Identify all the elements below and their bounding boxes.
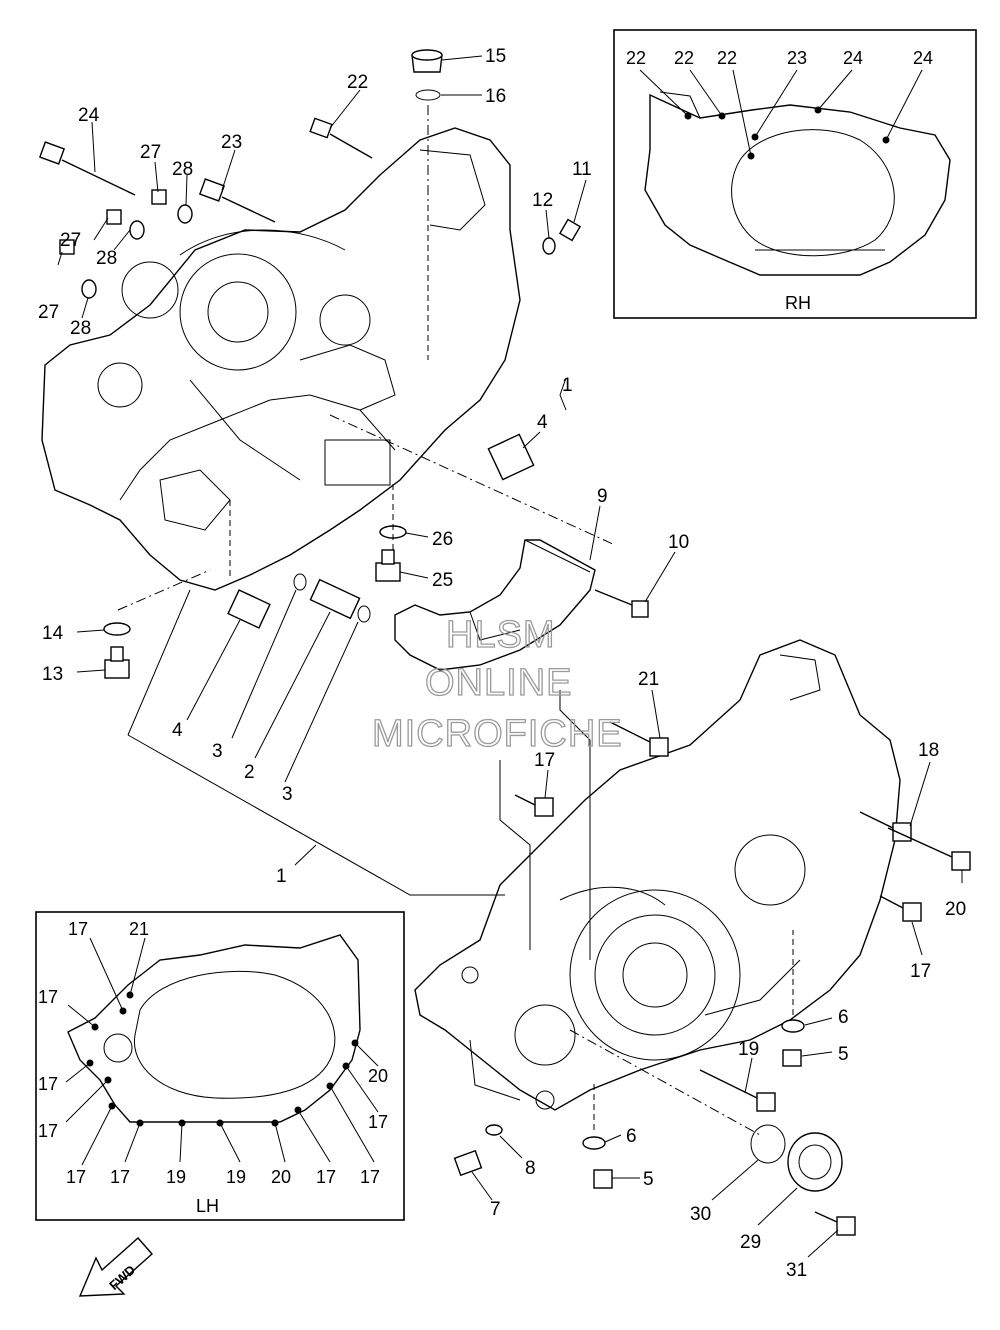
watermark: HLSM ONLINE MICROFICHE [371, 613, 623, 755]
callout-12: 12 [532, 190, 553, 211]
watermark-line-2: ONLINE [425, 662, 572, 704]
callout-17-a: 17 [534, 750, 555, 771]
callout-15: 15 [485, 46, 506, 67]
lh-inset: 17 21 17 17 17 17 17 19 19 20 17 17 17 2… [35, 911, 405, 1221]
callout-3-b: 3 [282, 784, 293, 805]
callout-27-b: 27 [60, 230, 81, 251]
callout-25: 25 [432, 570, 453, 591]
callout-17-b: 17 [910, 961, 931, 982]
callout-5-a: 5 [838, 1044, 849, 1065]
callout-20: 20 [945, 899, 966, 920]
callout-27-a: 27 [140, 142, 161, 163]
callout-10: 10 [668, 532, 689, 553]
lh-label-19-b: 19 [226, 1167, 246, 1187]
callout-22: 22 [347, 72, 368, 93]
callout-16: 16 [485, 86, 506, 107]
lh-inset-title: LH [196, 1196, 219, 1216]
lh-label-17-e: 17 [66, 1167, 86, 1187]
lh-label-17-g: 17 [316, 1167, 336, 1187]
callout-1-b: 1 [276, 866, 287, 887]
small-parts [38, 49, 971, 1236]
lh-label-17-c: 17 [38, 1074, 58, 1094]
callout-5-b: 5 [643, 1169, 654, 1190]
callout-26: 26 [432, 529, 453, 550]
lh-label-20-a: 20 [271, 1167, 291, 1187]
watermark-line-1: HLSM [446, 614, 556, 656]
lh-label-17-b: 17 [38, 987, 58, 1007]
rh-label-22-b: 22 [674, 48, 694, 68]
callout-7: 7 [490, 1199, 501, 1220]
callout-6-a: 6 [838, 1007, 849, 1028]
callout-2: 2 [244, 762, 255, 783]
callout-1-a: 1 [562, 375, 573, 396]
callout-11: 11 [572, 159, 592, 180]
lh-label-17-d: 17 [38, 1121, 58, 1141]
fwd-arrow: FWD [78, 1237, 153, 1297]
callout-21: 21 [638, 669, 659, 690]
rh-label-22-c: 22 [717, 48, 737, 68]
callout-18: 18 [918, 740, 939, 761]
callout-14: 14 [42, 623, 64, 644]
callout-8: 8 [525, 1158, 536, 1179]
lh-label-17-i: 17 [368, 1112, 388, 1132]
leader-lines [57, 55, 963, 1258]
lh-label-17-f: 17 [110, 1167, 130, 1187]
callout-9: 9 [597, 486, 608, 507]
rh-label-23: 23 [787, 48, 807, 68]
callout-19: 19 [738, 1039, 759, 1060]
callout-27-c: 27 [38, 302, 59, 323]
callout-labels: 15 16 22 24 27 28 23 27 28 27 28 11 12 1… [38, 46, 966, 1281]
assembly-guide-lines [117, 105, 794, 1136]
callout-6-b: 6 [626, 1126, 637, 1147]
lh-label-21: 21 [129, 919, 149, 939]
rh-inset: 22 22 22 23 24 24 RH [613, 29, 977, 319]
lh-label-17-h: 17 [360, 1167, 380, 1187]
lh-label-19-a: 19 [166, 1167, 186, 1187]
rh-inset-title: RH [785, 293, 811, 313]
callout-28-a: 28 [172, 159, 193, 180]
callout-4-a: 4 [537, 412, 548, 433]
callout-3-a: 3 [212, 741, 223, 762]
callout-28-c: 28 [70, 318, 91, 339]
rh-label-24-a: 24 [843, 48, 863, 68]
watermark-line-3: MICROFICHE [372, 713, 623, 755]
callout-30: 30 [690, 1204, 711, 1225]
callout-13: 13 [42, 664, 63, 685]
callout-4-b: 4 [172, 720, 183, 741]
callout-23: 23 [221, 132, 242, 153]
callout-24: 24 [78, 105, 100, 126]
left-crankcase-half [41, 127, 521, 591]
right-crankcase-half [414, 639, 901, 1111]
lh-label-17-a: 17 [68, 919, 88, 939]
rh-label-24-b: 24 [913, 48, 933, 68]
callout-28-b: 28 [96, 248, 117, 269]
callout-31: 31 [786, 1260, 807, 1281]
callout-29: 29 [740, 1232, 761, 1253]
rh-label-22-a: 22 [626, 48, 646, 68]
lh-label-20-b: 20 [368, 1066, 388, 1086]
bracket-part-9 [394, 539, 596, 671]
